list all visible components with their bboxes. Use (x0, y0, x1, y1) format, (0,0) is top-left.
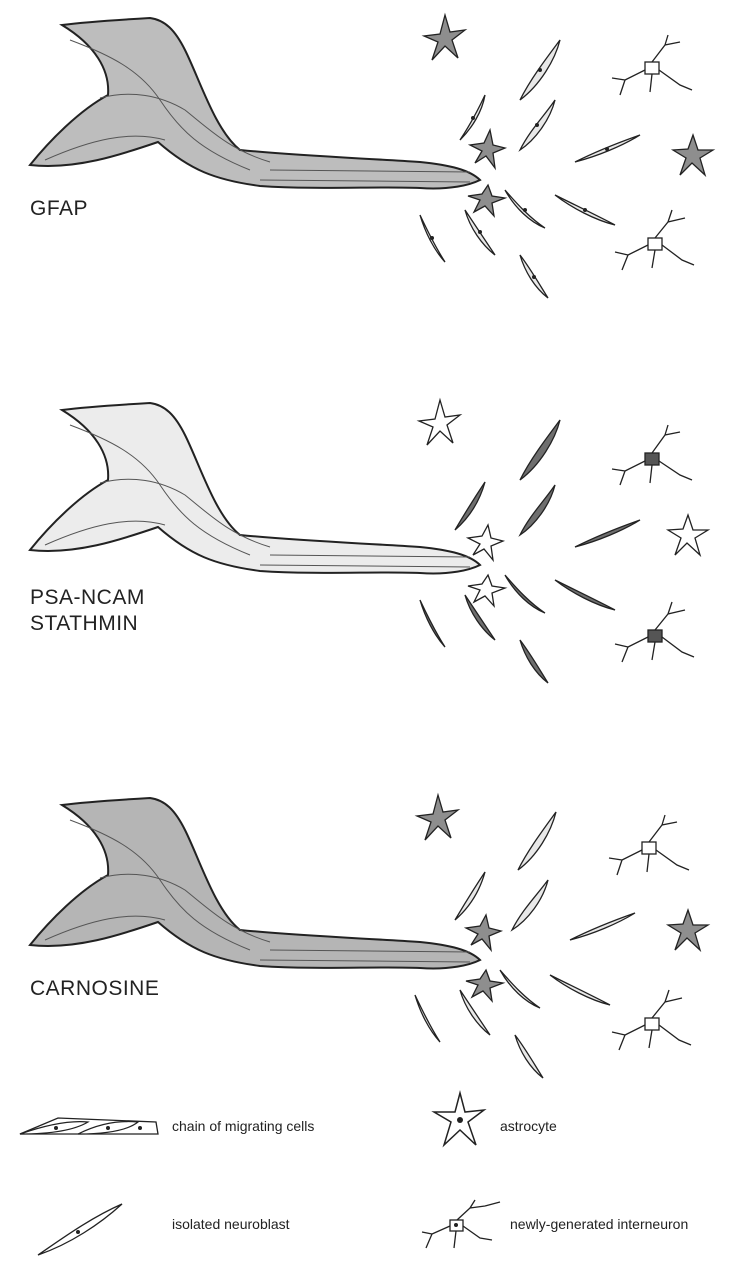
legend-label-neuroblast: isolated neuroblast (172, 1216, 290, 1232)
panel-label-line: STATHMIN (30, 611, 145, 637)
panel-label: CARNOSINE (30, 976, 159, 1002)
astrocyte (417, 795, 708, 1001)
isolated-neuroblast-icon (30, 1200, 130, 1260)
panel-label: PSA-NCAM STATHMIN (30, 585, 145, 637)
legend-label-interneuron: newly-generated interneuron (510, 1216, 688, 1232)
panel-label-line: GFAP (30, 196, 88, 222)
rms-diagram-psa-ncam (0, 385, 744, 765)
panel-gfap: GFAP (0, 0, 744, 380)
astrocyte (419, 400, 708, 606)
astrocyte-icon (430, 1090, 490, 1160)
migratory-stream (30, 798, 480, 968)
chain-of-migrating-cells-icon (18, 1112, 163, 1142)
panel-psa-ncam-stathmin: PSA-NCAM STATHMIN (0, 385, 744, 765)
migratory-stream (30, 403, 480, 573)
rms-diagram-gfap (0, 0, 744, 380)
isolated-neuroblast (415, 812, 635, 1078)
migratory-stream (30, 18, 480, 188)
panel-label-line: CARNOSINE (30, 976, 159, 1002)
astrocyte (424, 15, 713, 216)
rms-diagram-carnosine (0, 780, 744, 1160)
legend-label-chain: chain of migrating cells (172, 1118, 314, 1134)
panel-label-line: PSA-NCAM (30, 585, 145, 611)
legend-label-astrocyte: astrocyte (500, 1118, 557, 1134)
panel-label: GFAP (30, 196, 88, 222)
interneuron-icon (420, 1198, 505, 1258)
panel-carnosine: CARNOSINE (0, 780, 744, 1160)
newly-generated-interneuron (609, 815, 691, 1050)
